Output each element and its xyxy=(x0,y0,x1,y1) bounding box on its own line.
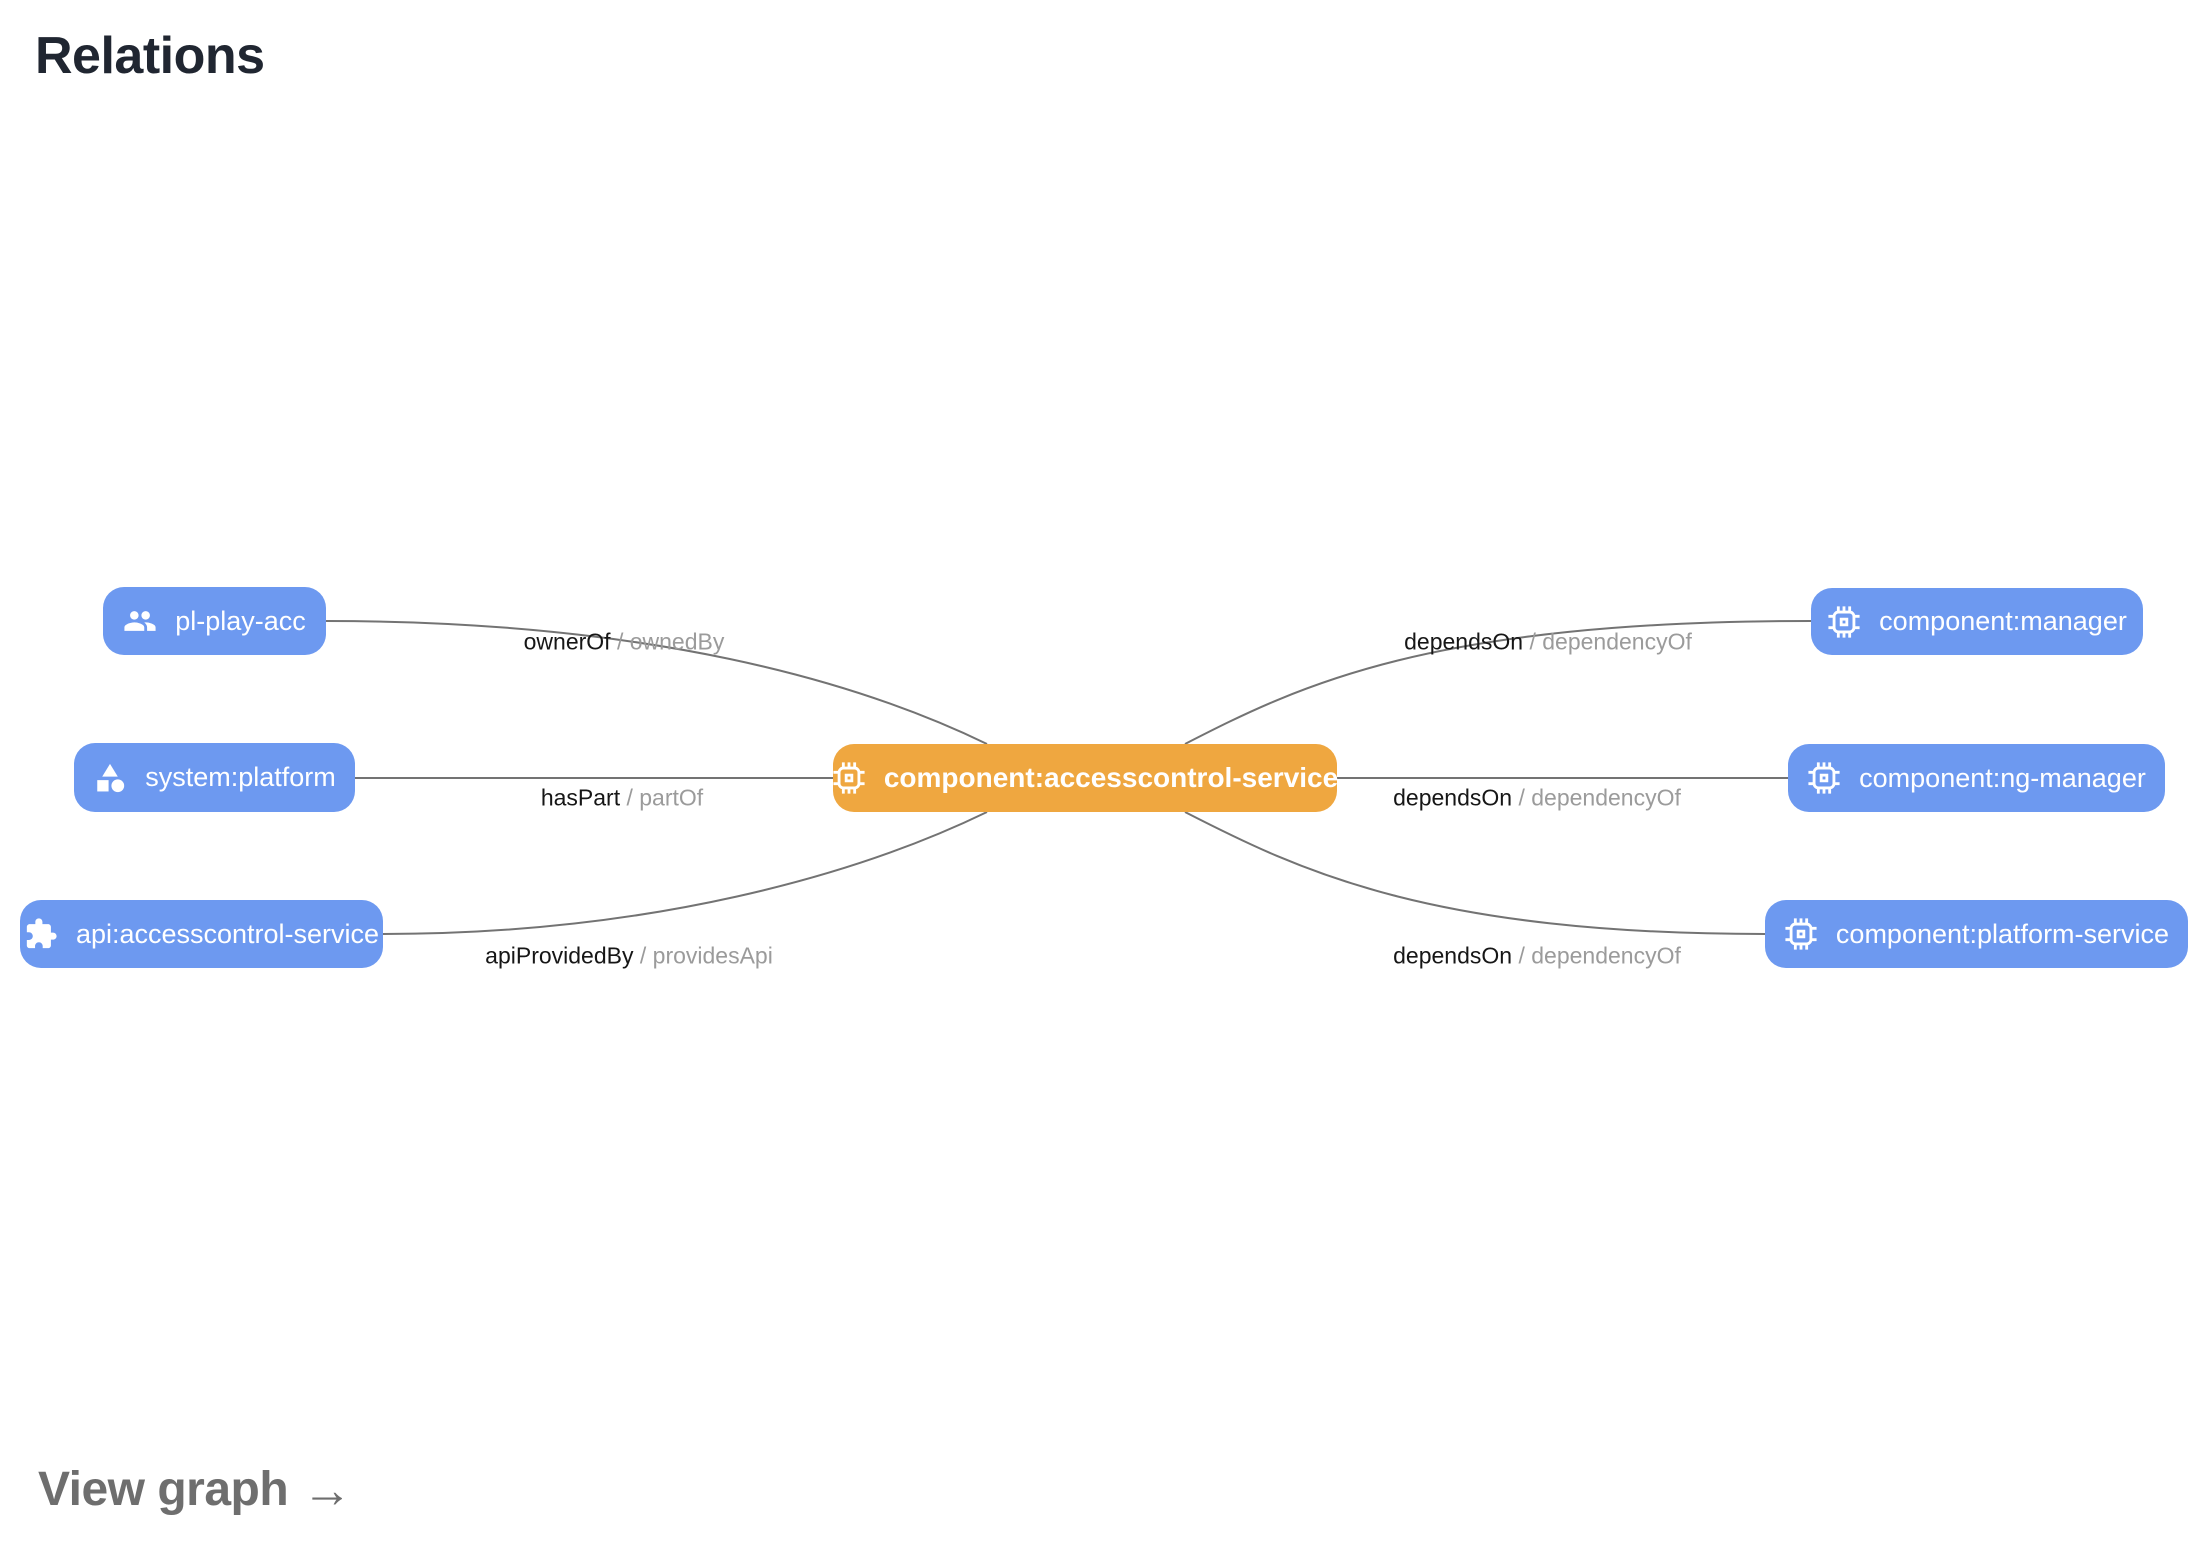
view-graph-link[interactable]: View graph → xyxy=(38,1462,352,1517)
relation-name: ownerOf xyxy=(523,628,611,655)
entity-node-label: api:accesscontrol-service xyxy=(75,918,380,949)
entity-node-label: system:platform xyxy=(145,762,336,792)
arrow-right-icon: → xyxy=(302,1461,352,1518)
relation-name: dependsOn xyxy=(1404,628,1524,655)
relation-name: hasPart xyxy=(540,784,621,811)
entity-node-system-platform[interactable]: system:platform xyxy=(74,743,355,812)
chip-icon xyxy=(1807,761,1841,795)
page-title: Relations xyxy=(35,27,265,85)
entity-node-component-manager[interactable]: component:manager xyxy=(1811,588,2143,655)
relation-edge-label: hasPart / partOf xyxy=(541,785,703,812)
relation-inverse-name: / partOf xyxy=(620,784,704,811)
relation-edge-api-accesscontrol-service-to-component-accesscontrol-service xyxy=(382,811,988,935)
entity-node-label: component:ng-manager xyxy=(1859,762,2146,793)
view-graph-label: View graph xyxy=(38,1463,289,1516)
entity-node-api-accesscontrol-service[interactable]: api:accesscontrol-service xyxy=(20,900,383,968)
chip-icon xyxy=(1784,917,1818,951)
relation-edge-label: apiProvidedBy / providesApi xyxy=(485,943,773,970)
puzzle-icon xyxy=(24,917,58,951)
relation-edge-component-accesscontrol-service-to-component-platform-service xyxy=(1184,811,1766,935)
entity-node-label: component:accesscontrol-service xyxy=(883,762,1339,793)
entity-node-component-accesscontrol-service[interactable]: component:accesscontrol-service xyxy=(832,744,1339,812)
relation-inverse-name: / ownedBy xyxy=(610,628,725,655)
entity-node-label: component:platform-service xyxy=(1835,918,2170,949)
entity-node-label: component:manager xyxy=(1879,606,2127,636)
relation-name: apiProvidedBy xyxy=(485,942,634,969)
entity-node-pl-play-acc[interactable]: pl-play-acc xyxy=(103,587,326,655)
relation-name: dependsOn xyxy=(1393,784,1513,811)
relation-edge-label: dependsOn / dependencyOf xyxy=(1404,629,1692,656)
relation-name: dependsOn xyxy=(1393,942,1513,969)
entity-node-component-platform-service[interactable]: component:platform-service xyxy=(1765,900,2188,968)
relation-inverse-name: / dependencyOf xyxy=(1523,628,1692,655)
relation-edge-label: dependsOn / dependencyOf xyxy=(1393,943,1681,970)
category-icon xyxy=(93,761,127,795)
relation-edge-label: ownerOf / ownedBy xyxy=(524,629,725,656)
chip-icon xyxy=(1827,605,1861,639)
entity-node-label: pl-play-acc xyxy=(175,605,306,636)
relation-inverse-name: / dependencyOf xyxy=(1512,942,1681,969)
people-icon xyxy=(123,604,157,638)
relation-edge-label: dependsOn / dependencyOf xyxy=(1393,785,1681,812)
relation-inverse-name: / dependencyOf xyxy=(1512,784,1681,811)
relation-inverse-name: / providesApi xyxy=(633,942,773,969)
chip-icon xyxy=(832,761,866,795)
entity-node-component-ng-manager[interactable]: component:ng-manager xyxy=(1788,744,2165,812)
